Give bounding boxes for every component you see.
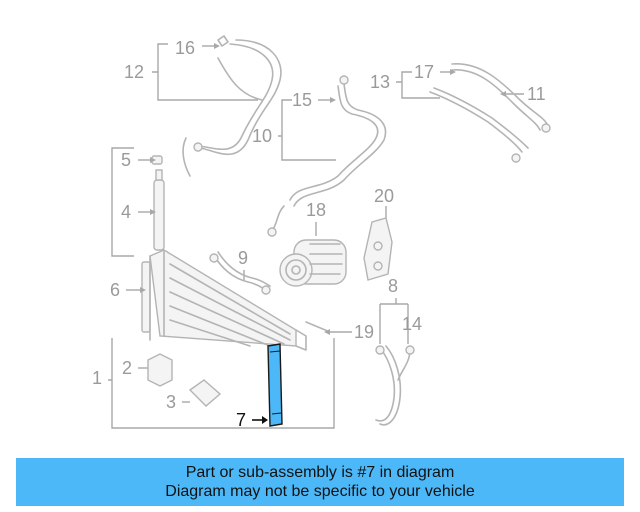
callout-13[interactable]: 13 <box>370 72 390 92</box>
callout-4[interactable]: 4 <box>121 202 131 222</box>
callout-8[interactable]: 8 <box>388 276 398 296</box>
callout-5[interactable]: 5 <box>121 150 131 170</box>
callout-16[interactable]: 16 <box>175 38 195 58</box>
callout-19[interactable]: 19 <box>354 322 374 342</box>
part-group-13: 13 17 11 <box>370 62 551 163</box>
part-7-highlighted[interactable]: 7 <box>236 343 283 430</box>
part-group-4-5: 5 4 <box>111 147 165 257</box>
callout-18[interactable]: 18 <box>306 200 326 220</box>
callout-14[interactable]: 14 <box>402 314 422 334</box>
part-group-6: 6 <box>110 261 151 333</box>
part-group-10: 10 15 <box>252 75 387 237</box>
callout-20[interactable]: 20 <box>374 186 394 206</box>
callout-17[interactable]: 17 <box>414 62 434 82</box>
banner-line-1: Part or sub-assembly is #7 in diagram <box>185 464 455 481</box>
part-group-18: 18 <box>279 200 347 287</box>
callout-9[interactable]: 9 <box>238 248 248 268</box>
info-banner: Part or sub-assembly is #7 in diagram Di… <box>16 458 624 506</box>
part-group-8: 8 14 19 <box>305 276 422 426</box>
callout-7[interactable]: 7 <box>236 410 246 430</box>
part-group-20: 20 <box>363 186 394 281</box>
callout-10[interactable]: 10 <box>252 126 272 146</box>
part-7-shape[interactable] <box>267 343 283 427</box>
callout-12[interactable]: 12 <box>124 62 144 82</box>
callout-arrows <box>140 43 506 335</box>
callout-11[interactable]: 11 <box>527 84 546 104</box>
part-group-12: 12 16 <box>124 35 282 177</box>
callout-6[interactable]: 6 <box>110 280 120 300</box>
part-group-1: 1 2 3 <box>92 249 335 429</box>
banner-line-2: Diagram may not be specific to your vehi… <box>165 483 475 500</box>
callout-15[interactable]: 15 <box>292 90 312 110</box>
callout-2[interactable]: 2 <box>122 358 132 378</box>
callout-3[interactable]: 3 <box>166 392 176 412</box>
callout-1[interactable]: 1 <box>92 368 102 388</box>
parts-diagram: 12 16 13 17 11 10 15 <box>92 35 551 430</box>
part-group-9: 9 <box>209 248 271 295</box>
